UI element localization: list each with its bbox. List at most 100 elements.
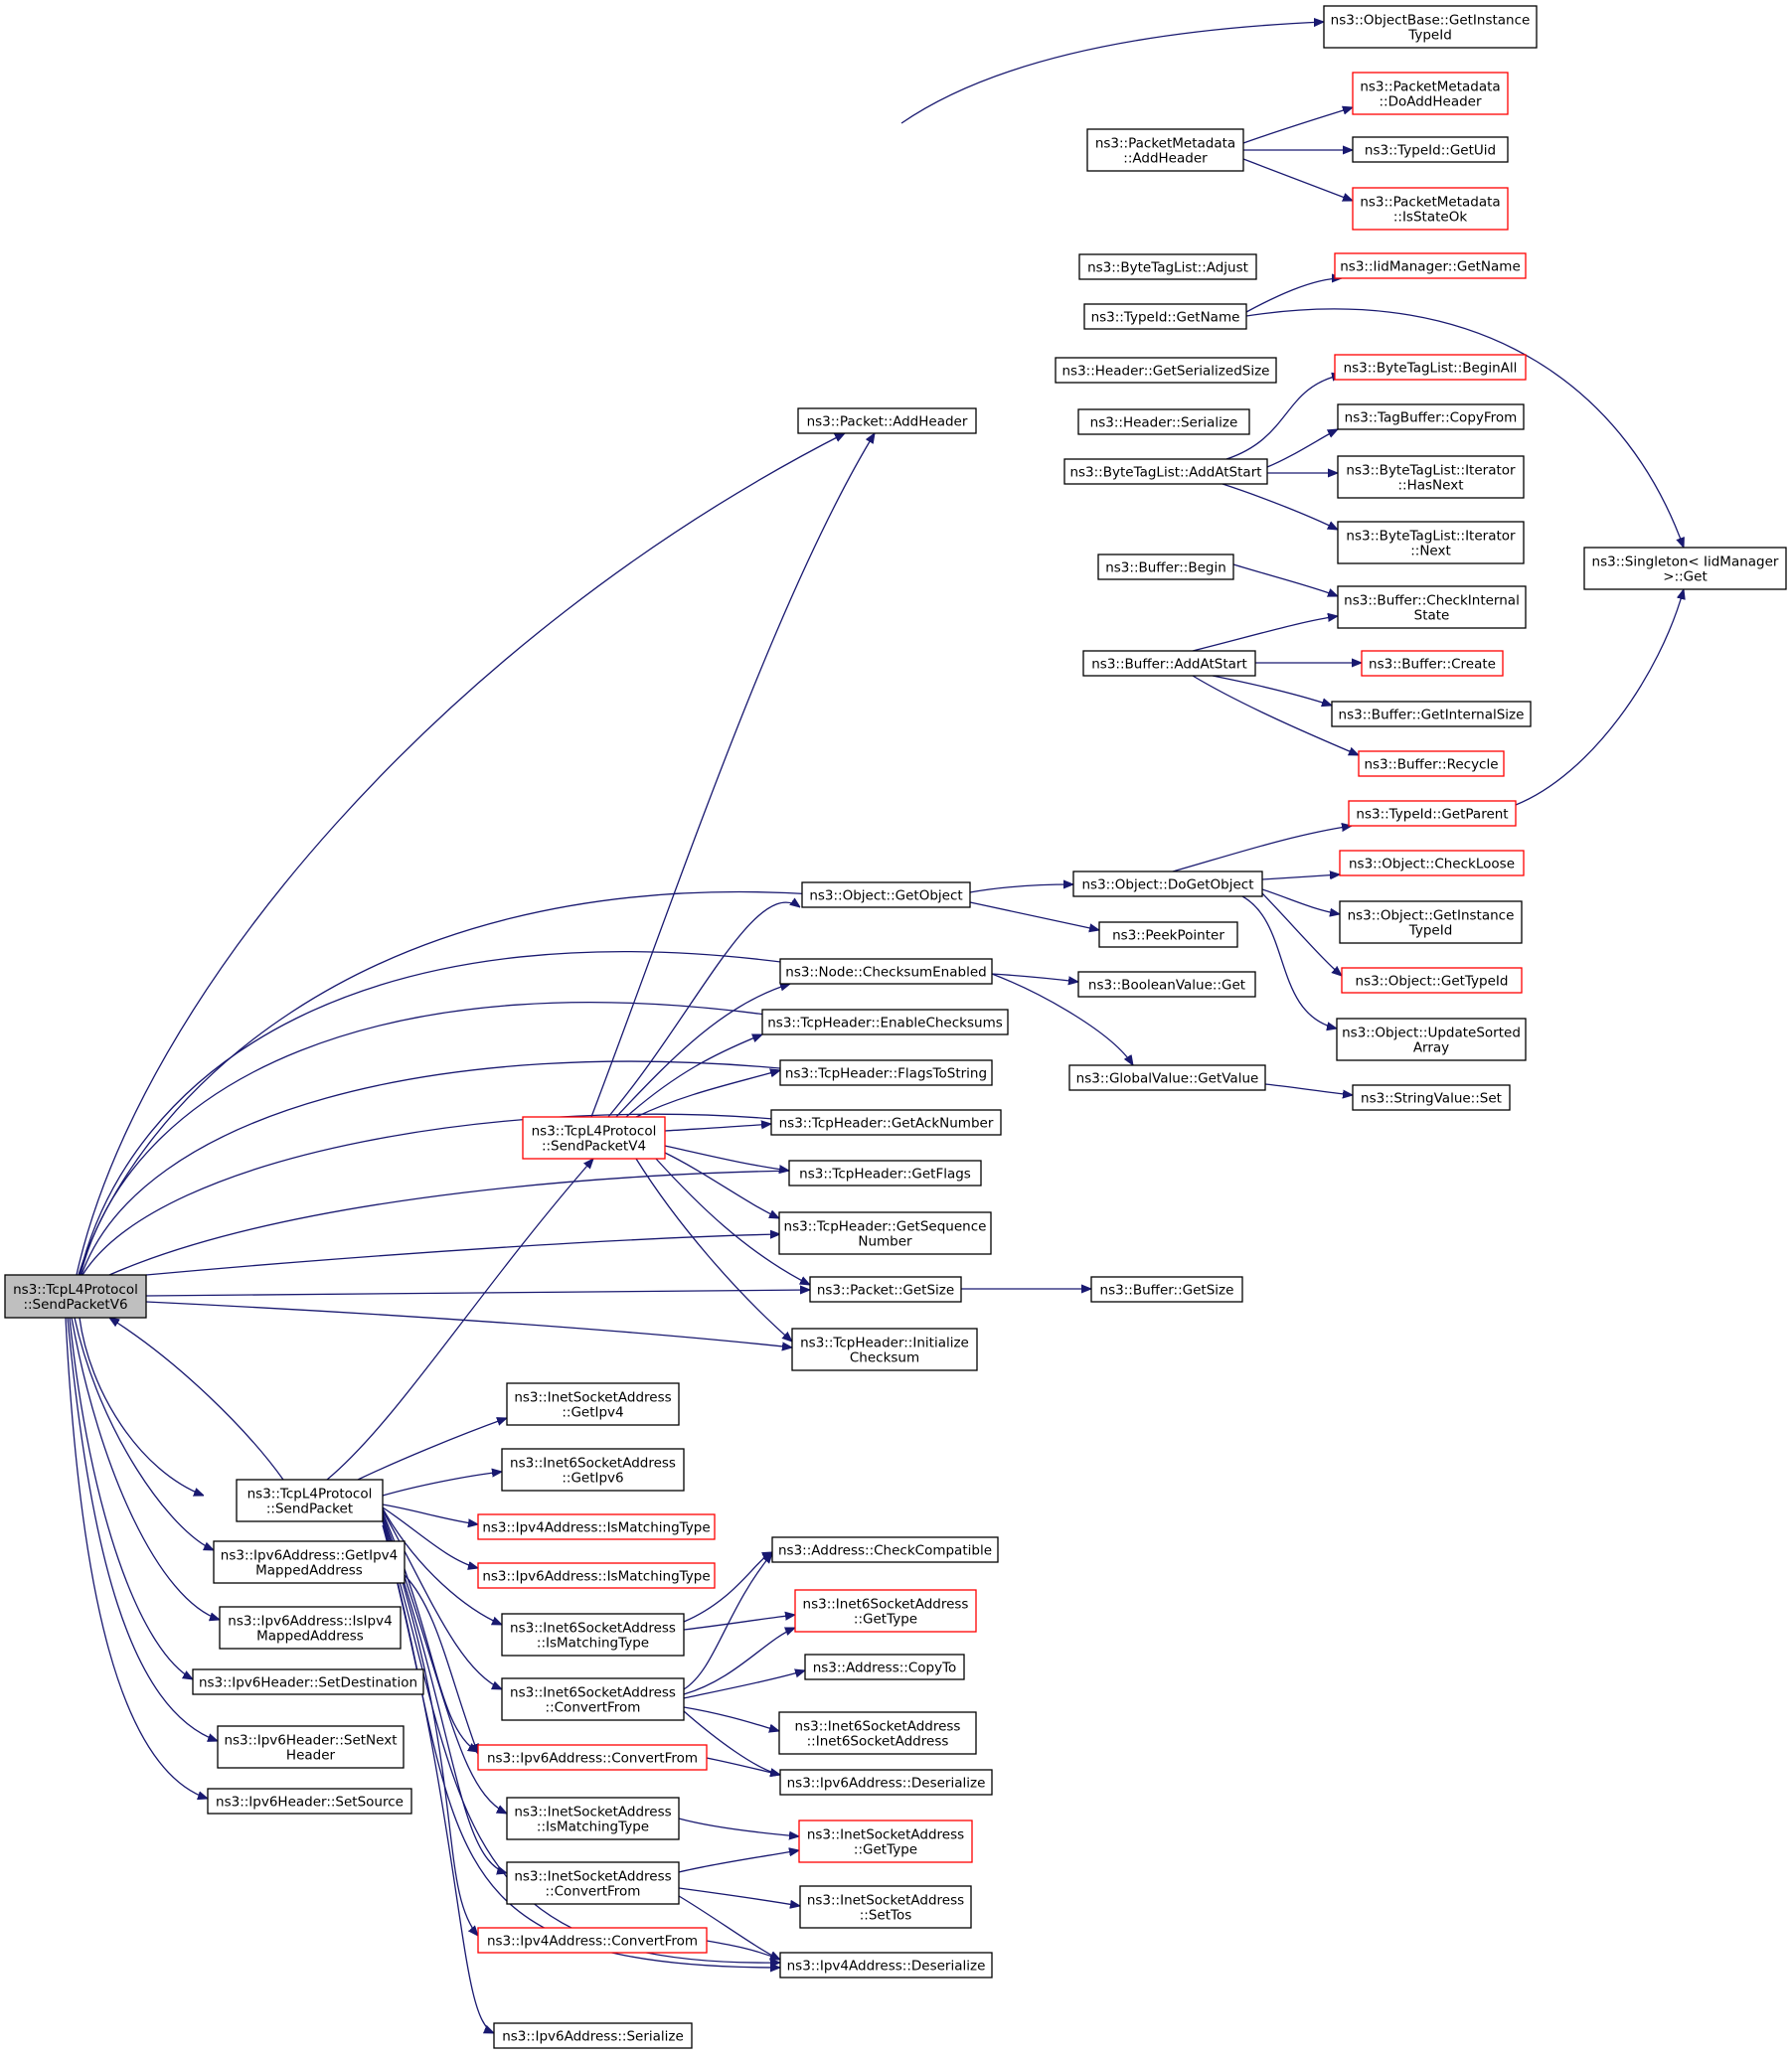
node-pm-doaddheader[interactable]: ns3::PacketMetadata::DoAddHeader [1352, 72, 1509, 115]
node-box[interactable] [506, 1797, 680, 1840]
node-box[interactable] [809, 1276, 962, 1303]
node-buffer-getsize[interactable]: ns3::Buffer::GetSize [1090, 1276, 1243, 1303]
node-packet-getsize[interactable]: ns3::Packet::GetSize [809, 1276, 962, 1303]
node-box[interactable] [1337, 585, 1527, 629]
node-box[interactable] [779, 1769, 993, 1796]
node-box[interactable] [1078, 253, 1257, 280]
node-box[interactable] [192, 1668, 424, 1695]
node-globalvalue-getvalue[interactable]: ns3::GlobalValue::GetValue [1068, 1064, 1266, 1091]
node-box[interactable] [778, 1711, 977, 1755]
node-box[interactable] [1097, 554, 1234, 580]
node-box[interactable] [1339, 900, 1523, 944]
node-box[interactable] [1068, 1064, 1266, 1091]
node-box[interactable] [788, 1160, 982, 1187]
node-box[interactable] [213, 1540, 406, 1584]
node-buffer-recycle[interactable]: ns3::Buffer::Recycle [1358, 750, 1505, 777]
node-ipv6-ismatchingtype[interactable]: ns3::Ipv6Address::IsMatchingType [477, 1562, 716, 1589]
node-booleanvalue-get[interactable]: ns3::BooleanValue::Get [1077, 971, 1256, 998]
node-box[interactable] [1090, 1276, 1243, 1303]
node-box[interactable] [506, 1382, 680, 1426]
node-box[interactable] [1337, 455, 1525, 499]
node-address-checkcompatible[interactable]: ns3::Address::CheckCompatible [771, 1536, 999, 1563]
node-typeid-getparent[interactable]: ns3::TypeId::GetParent [1348, 800, 1517, 827]
node-ipv4-convertfrom[interactable]: ns3::Ipv4Address::ConvertFrom [477, 1927, 708, 1954]
node-sendpacketv4[interactable]: ns3::TcpL4Protocol::SendPacketV4 [522, 1116, 666, 1160]
node-box[interactable] [501, 1613, 685, 1657]
node-box[interactable] [207, 1788, 412, 1815]
node-tcp-getacknumber[interactable]: ns3::TcpHeader::GetAckNumber [770, 1109, 1002, 1136]
node-box[interactable] [1334, 354, 1527, 381]
node-box[interactable] [477, 1744, 708, 1771]
node-tcp-enablechecksums[interactable]: ns3::TcpHeader::EnableChecksums [761, 1009, 1009, 1035]
node-inet-getipv4[interactable]: ns3::InetSocketAddress::GetIpv4 [506, 1382, 680, 1426]
node-btl-it-hasnext[interactable]: ns3::ByteTagList::Iterator::HasNext [1337, 455, 1525, 499]
node-btl-addatstart[interactable]: ns3::ByteTagList::AddAtStart [1063, 458, 1268, 485]
node-inet6-gettype[interactable]: ns3::Inet6SocketAddress::GetType [794, 1589, 977, 1633]
node-box[interactable] [501, 1448, 685, 1492]
node-box[interactable] [1072, 871, 1263, 897]
node-ipv6-serialize[interactable]: ns3::Ipv6Address::Serialize [493, 2022, 693, 2049]
node-box[interactable] [799, 1885, 972, 1929]
node-box[interactable] [1083, 303, 1247, 330]
node-inet6-convertfrom[interactable]: ns3::Inet6SocketAddress::ConvertFrom [501, 1677, 685, 1721]
node-peekpointer[interactable]: ns3::PeekPointer [1098, 921, 1238, 948]
node-box[interactable] [4, 1274, 147, 1319]
node-box[interactable] [1341, 967, 1523, 994]
node-box[interactable] [217, 1725, 405, 1769]
node-box[interactable] [1323, 5, 1538, 49]
node-box[interactable] [779, 1059, 993, 1086]
node-box[interactable] [1361, 650, 1504, 677]
node-sendpacket[interactable]: ns3::TcpL4Protocol::SendPacket [236, 1479, 384, 1522]
node-ipv6header-setdestination[interactable]: ns3::Ipv6Header::SetDestination [192, 1668, 424, 1695]
node-tcp-getflags[interactable]: ns3::TcpHeader::GetFlags [788, 1160, 982, 1187]
node-box[interactable] [1334, 252, 1527, 279]
node-ipv4-deserialize[interactable]: ns3::Ipv4Address::Deserialize [779, 1952, 993, 1979]
node-addheader[interactable]: ns3::Packet::AddHeader [797, 407, 977, 434]
node-box[interactable] [1082, 650, 1256, 677]
node-box[interactable] [1077, 971, 1256, 998]
node-box[interactable] [770, 1109, 1002, 1136]
node-btl-it-next[interactable]: ns3::ByteTagList::Iterator::Next [1337, 521, 1525, 564]
node-box[interactable] [1352, 187, 1509, 231]
node-ipv4-ismatchingtype[interactable]: ns3::Ipv4Address::IsMatchingType [477, 1513, 716, 1540]
node-header-serialize[interactable]: ns3::Header::Serialize [1077, 408, 1250, 435]
node-buffer-create[interactable]: ns3::Buffer::Create [1361, 650, 1504, 677]
node-box[interactable] [219, 1606, 402, 1650]
node-box[interactable] [1086, 128, 1244, 172]
node-box[interactable] [1352, 136, 1509, 163]
node-object-gettypeid[interactable]: ns3::Object::GetTypeId [1341, 967, 1523, 994]
node-object-checkloose[interactable]: ns3::Object::CheckLoose [1339, 850, 1525, 876]
node-box[interactable] [1352, 1084, 1511, 1111]
node-box[interactable] [493, 2022, 693, 2049]
node-btl-beginall[interactable]: ns3::ByteTagList::BeginAll [1334, 354, 1527, 381]
node-tcp-flagstostring[interactable]: ns3::TcpHeader::FlagsToString [779, 1059, 993, 1086]
node-typeid-getname[interactable]: ns3::TypeId::GetName [1083, 303, 1247, 330]
node-box[interactable] [1358, 750, 1505, 777]
node-box[interactable] [1063, 458, 1268, 485]
node-buffer-begin[interactable]: ns3::Buffer::Begin [1097, 554, 1234, 580]
node-inet6-ctor[interactable]: ns3::Inet6SocketAddress::Inet6SocketAddr… [778, 1711, 977, 1755]
node-box[interactable] [801, 881, 971, 908]
node-box[interactable] [778, 1211, 992, 1255]
node-pm-isstateok[interactable]: ns3::PacketMetadata::IsStateOk [1352, 187, 1509, 231]
node-box[interactable] [1339, 850, 1525, 876]
node-box[interactable] [1077, 408, 1250, 435]
node-btl-adjust[interactable]: ns3::ByteTagList::Adjust [1078, 253, 1257, 280]
node-box[interactable] [794, 1589, 977, 1633]
node-singleton-get[interactable]: ns3::Singleton< IidManager>::Get [1583, 547, 1787, 590]
node-buffer-addatstart[interactable]: ns3::Buffer::AddAtStart [1082, 650, 1256, 677]
node-iid-getname[interactable]: ns3::IidManager::GetName [1334, 252, 1527, 279]
node-inet6-ismatchingtype[interactable]: ns3::Inet6SocketAddress::IsMatchingType [501, 1613, 685, 1657]
node-ipv6-convertfrom[interactable]: ns3::Ipv6Address::ConvertFrom [477, 1744, 708, 1771]
node-box[interactable] [1348, 800, 1517, 827]
node-inet-gettype[interactable]: ns3::InetSocketAddress::GetType [798, 1820, 973, 1863]
node-box[interactable] [1098, 921, 1238, 948]
